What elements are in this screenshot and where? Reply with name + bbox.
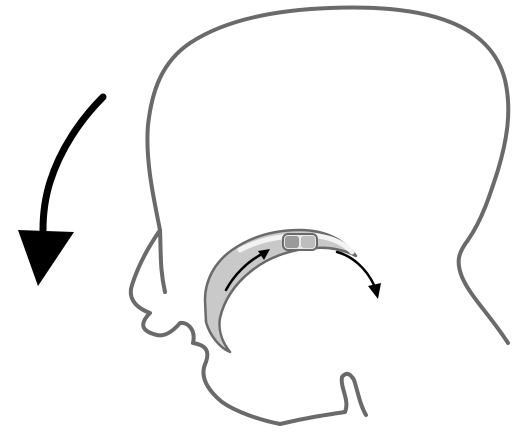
- neck-outline: [280, 374, 366, 424]
- large-curved-arrow: [18, 97, 103, 286]
- flow-arrow-right: [337, 252, 381, 299]
- curved-tube: [205, 230, 356, 352]
- capsule-marker: [283, 234, 317, 250]
- head-profile-outline: [147, 8, 508, 343]
